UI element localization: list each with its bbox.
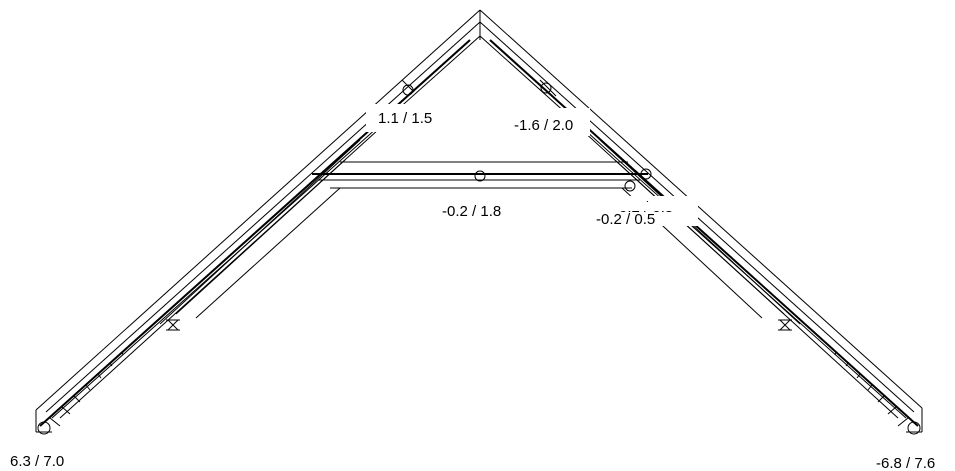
label-right-connection: -0.2 / 0.5 [596,211,655,228]
left-moment-hatch [49,351,124,427]
label-support-right: -6.8 / 7.6 [876,455,935,471]
right-moment-hatch [834,351,909,427]
label-left-rafter: 1.1 / 1.5 [378,110,432,127]
label-right-rafter: -1.6 / 2.0 [514,117,573,134]
label-collar-tie: -0.2 / 1.8 [442,203,501,220]
support-left [37,421,51,435]
collar-tie [312,161,648,189]
label-support-left: 6.3 / 7.0 [10,453,64,470]
right-rafter [479,9,923,433]
support-right [907,421,921,435]
left-rafter [35,9,481,433]
joint-markers [401,79,652,192]
support-plates [166,319,792,331]
